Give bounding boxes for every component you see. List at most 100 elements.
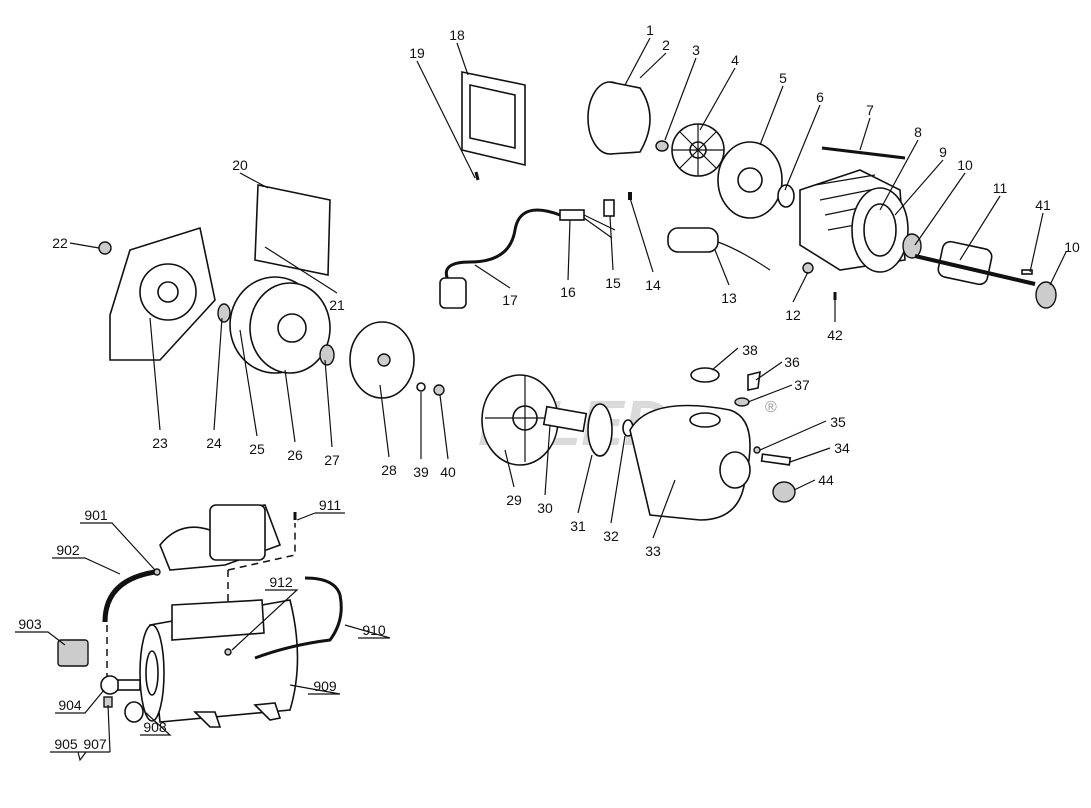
label-902: 902 xyxy=(56,542,80,558)
label-905: 905 xyxy=(54,736,78,752)
seal-ring xyxy=(777,184,795,208)
label-18: 18 xyxy=(449,27,465,43)
label-33: 33 xyxy=(645,543,661,559)
label-5: 5 xyxy=(779,70,787,86)
seal-plate xyxy=(587,403,613,457)
label-25: 25 xyxy=(249,441,265,457)
label-909: 909 xyxy=(313,678,337,694)
label-39: 39 xyxy=(413,464,429,480)
dashed-guide-1 xyxy=(227,523,296,571)
tank-909 xyxy=(139,599,299,728)
plug-38 xyxy=(690,367,720,383)
label-21: 21 xyxy=(329,297,345,313)
label-44: 44 xyxy=(818,472,834,488)
label-20: 20 xyxy=(232,157,248,173)
connector xyxy=(603,199,615,217)
key xyxy=(1021,269,1033,275)
label-12: 12 xyxy=(785,307,801,323)
label-34: 34 xyxy=(834,440,850,456)
label-15: 15 xyxy=(605,275,621,291)
label-8: 8 xyxy=(914,124,922,140)
disc xyxy=(349,321,415,399)
bearing xyxy=(902,233,922,259)
label-36: 36 xyxy=(784,354,800,370)
pressure-switch xyxy=(57,639,89,667)
label-37: 37 xyxy=(794,377,810,393)
label-38: 38 xyxy=(742,342,758,358)
label-901: 901 xyxy=(84,507,108,523)
ring xyxy=(655,140,669,152)
label-2: 2 xyxy=(662,37,670,53)
label-22: 22 xyxy=(52,235,68,251)
label-13: 13 xyxy=(721,290,737,306)
fitting-901 xyxy=(153,568,161,576)
label-1: 1 xyxy=(646,22,654,38)
nut-22 xyxy=(98,241,112,255)
label-31: 31 xyxy=(570,518,586,534)
gasket-37 xyxy=(734,397,750,407)
leader-lines xyxy=(15,37,1067,762)
label-16: 16 xyxy=(560,284,576,300)
fan xyxy=(671,123,725,177)
fitting-904 xyxy=(100,675,141,695)
rotor xyxy=(914,240,1036,286)
pump-unit xyxy=(159,504,282,571)
seal-24 xyxy=(217,303,231,323)
fan-cover xyxy=(587,81,651,155)
label-41: 41 xyxy=(1035,197,1051,213)
label-42: 42 xyxy=(827,327,843,343)
label-910: 910 xyxy=(362,622,386,638)
terminal-box xyxy=(254,184,331,276)
label-19: 19 xyxy=(409,45,425,61)
tank-part-labels: 901 902 903 904 905 907 908 909 910 911 … xyxy=(18,497,386,752)
label-9: 9 xyxy=(939,144,947,160)
terminal-box-cover xyxy=(461,71,526,167)
label-6: 6 xyxy=(816,89,824,105)
label-11: 11 xyxy=(993,180,1008,196)
plug-908 xyxy=(124,701,144,723)
label-23: 23 xyxy=(152,435,168,451)
label-29: 29 xyxy=(506,492,522,508)
power-cord xyxy=(439,208,616,309)
nut-40 xyxy=(433,384,445,396)
label-30: 30 xyxy=(537,500,553,516)
registered-mark: ® xyxy=(765,399,777,416)
bearing-2 xyxy=(1035,281,1057,309)
label-17: 17 xyxy=(502,292,518,308)
label-28: 28 xyxy=(381,462,397,478)
screw-912 xyxy=(224,648,232,656)
shaft-seal xyxy=(542,405,588,433)
end-shield xyxy=(717,141,783,219)
label-27: 27 xyxy=(324,452,340,468)
label-908: 908 xyxy=(143,719,167,735)
motor-housing xyxy=(799,169,909,273)
label-40: 40 xyxy=(440,464,456,480)
label-7: 7 xyxy=(866,102,874,118)
label-24: 24 xyxy=(206,435,222,451)
capacitor xyxy=(667,227,771,271)
label-3: 3 xyxy=(692,42,700,58)
hose-902 xyxy=(102,569,156,623)
label-32: 32 xyxy=(603,528,619,544)
label-26: 26 xyxy=(287,447,303,463)
label-4: 4 xyxy=(731,52,739,68)
label-907: 907 xyxy=(83,736,107,752)
label-903: 903 xyxy=(18,616,42,632)
pump-bracket xyxy=(109,226,216,361)
pump-part-labels: 1 2 3 4 5 6 7 8 9 10 11 41 10 12 42 13 1… xyxy=(52,22,1080,559)
label-10: 10 xyxy=(957,157,973,173)
pump-body xyxy=(629,404,751,521)
nut xyxy=(802,262,814,274)
hose-910 xyxy=(254,576,343,660)
diffuser xyxy=(229,276,331,374)
label-911: 911 xyxy=(319,497,342,513)
plug-44 xyxy=(772,481,796,503)
label-14: 14 xyxy=(645,277,661,293)
screw-19 xyxy=(474,171,480,181)
label-10b: 10 xyxy=(1064,239,1080,255)
label-912: 912 xyxy=(269,574,293,590)
tie-rod xyxy=(821,146,906,160)
washer xyxy=(416,382,426,392)
